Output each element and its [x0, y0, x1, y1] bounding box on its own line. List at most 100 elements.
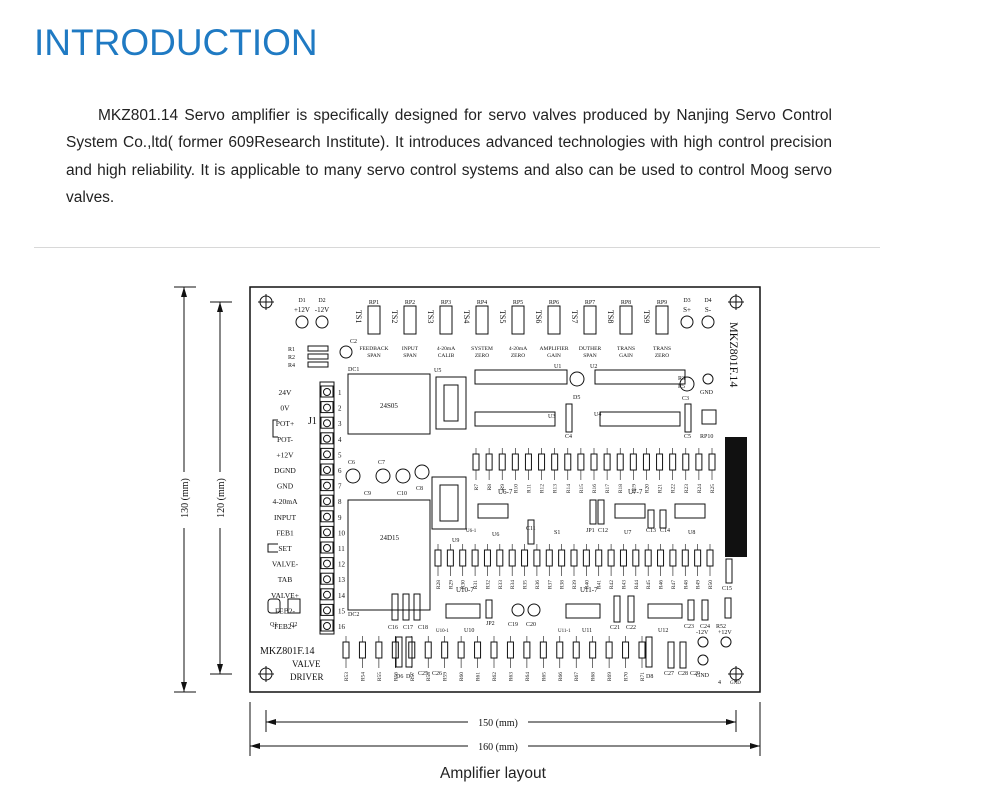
- svg-text:C26: C26: [432, 671, 442, 677]
- connector-label: J1: [308, 416, 317, 427]
- resistor-ref: R34: [510, 580, 516, 589]
- resistor-icon: [471, 549, 479, 567]
- resistor-icon: [682, 453, 690, 471]
- pot-ref: RP5: [513, 300, 523, 306]
- terminal-label: 4-20mA: [273, 497, 299, 506]
- svg-text:RP10: RP10: [700, 434, 713, 440]
- resistor-ref: R70: [624, 672, 630, 681]
- pot-function: AMPLIFIER: [539, 346, 568, 352]
- terminal-label: TAB: [278, 575, 292, 584]
- resistor-icon: [551, 453, 559, 471]
- resistor-icon: [619, 549, 627, 567]
- svg-text:JP1: JP1: [586, 528, 595, 534]
- svg-text:C5: C5: [684, 434, 691, 440]
- dc1-ref-label: DC1: [348, 367, 359, 373]
- svg-text:C17: C17: [403, 625, 413, 631]
- svg-text:+12V: +12V: [718, 630, 732, 636]
- resistor-icon: [545, 549, 553, 567]
- resistor-ref: R16: [592, 484, 598, 493]
- resistor-ref: R39: [572, 580, 578, 589]
- resistor-icon: [638, 641, 646, 659]
- terminal-screw-icon: [323, 575, 331, 584]
- dc2-part-label: 24D15: [380, 534, 400, 542]
- terminal-slot: [320, 603, 334, 616]
- dimension-height-inner: 120 (mm): [210, 301, 232, 675]
- board-outline: [249, 286, 761, 693]
- resistor-ref: R67: [574, 672, 580, 681]
- dim-h-outer-label: 130 (mm): [180, 478, 191, 518]
- testpoint-label: TS2: [390, 310, 399, 323]
- terminal-label: FEB2+: [274, 622, 296, 631]
- resistor-icon: [616, 453, 624, 471]
- dc1-part-label: 24S05: [380, 402, 398, 410]
- svg-text:U6: U6: [492, 532, 499, 538]
- ic-u12: U12: [647, 603, 683, 634]
- potentiometer-icon: [475, 305, 489, 335]
- resistor-icon: [375, 641, 383, 659]
- resistor-icon: [570, 549, 578, 567]
- dc-converter-2: 24D15 DC2: [347, 499, 431, 618]
- terminal-slot: [320, 619, 334, 632]
- svg-text:C21: C21: [610, 625, 620, 631]
- pot-ref: RP2: [405, 300, 415, 306]
- resistor-icon: [605, 641, 613, 659]
- led-label: -12V: [315, 306, 329, 314]
- svg-text:U1: U1: [554, 364, 561, 370]
- set-bracket: [267, 543, 278, 553]
- potentiometer-group: RP1FEEDBACKSPANRP2INPUTSPANRP34-20mACALI…: [359, 300, 671, 359]
- pot-function-2: ZERO: [511, 353, 525, 359]
- ic-u11: U11: [565, 603, 601, 634]
- resistor-icon: [556, 641, 564, 659]
- svg-text:R1: R1: [288, 347, 295, 353]
- terminal-slot: [320, 572, 334, 585]
- resistor-ref: R47: [671, 580, 677, 589]
- led-ref: D4: [704, 298, 711, 304]
- mounting-hole-icon: [258, 666, 274, 682]
- terminal-number: 12: [338, 561, 346, 569]
- terminal-slot: [320, 385, 334, 398]
- terminal-label: +12V: [276, 450, 294, 459]
- terminal-label: FEB1: [276, 528, 294, 537]
- resistor-ref: R22: [671, 484, 677, 493]
- resistor-icon: [533, 549, 541, 567]
- svg-text:S1: S1: [554, 530, 560, 536]
- terminal-screw-icon: [323, 544, 331, 552]
- terminal-label: DGND: [274, 466, 296, 475]
- svg-text:C11: C11: [526, 526, 536, 532]
- ic-u7: U7: [614, 503, 646, 536]
- terminal-slot: [320, 416, 334, 429]
- resistor-ref: R59: [443, 672, 449, 681]
- testpoint-label: TS7: [570, 310, 579, 323]
- svg-text:4: 4: [718, 680, 721, 686]
- resistor-ref: R11: [526, 484, 532, 493]
- svg-text:U9: U9: [452, 538, 459, 544]
- resistor-ref: R60: [459, 672, 465, 681]
- terminal-slot: [320, 463, 334, 476]
- terminal-screw-icon: [323, 419, 331, 428]
- testpoint-label: TS3: [426, 310, 435, 323]
- resistor-ref: R42: [609, 580, 615, 589]
- dimension-height-outer: 130 (mm): [174, 286, 196, 693]
- terminal-number: 10: [338, 529, 346, 537]
- resistor-icon: [694, 549, 702, 567]
- gnd-label: GND: [700, 390, 714, 396]
- svg-text:C12: C12: [598, 528, 608, 534]
- resistor-ref: R55: [377, 672, 383, 681]
- resistor-ref: R14: [566, 484, 572, 493]
- board-model-vertical: MKZ801F.14: [727, 322, 741, 387]
- terminal-label: POT-: [277, 435, 293, 444]
- regulator-u5: U5: [434, 368, 467, 430]
- terminal-number: 3: [338, 420, 342, 428]
- dc2-ref-label: DC2: [348, 612, 359, 618]
- svg-text:R2: R2: [288, 355, 295, 361]
- resistor-ref: R63: [508, 672, 514, 681]
- resistor-ref: R21: [658, 484, 664, 493]
- terminal-number: 11: [338, 545, 345, 553]
- terminal-screw-icon: [323, 528, 331, 537]
- resistor-ref: R48: [683, 580, 689, 589]
- led-label: S+: [683, 306, 691, 314]
- pot-function-2: GAIN: [619, 353, 633, 359]
- ic-u6: U6: [477, 503, 509, 538]
- svg-text:C15: C15: [722, 586, 732, 592]
- resistor-ref: R69: [607, 672, 613, 681]
